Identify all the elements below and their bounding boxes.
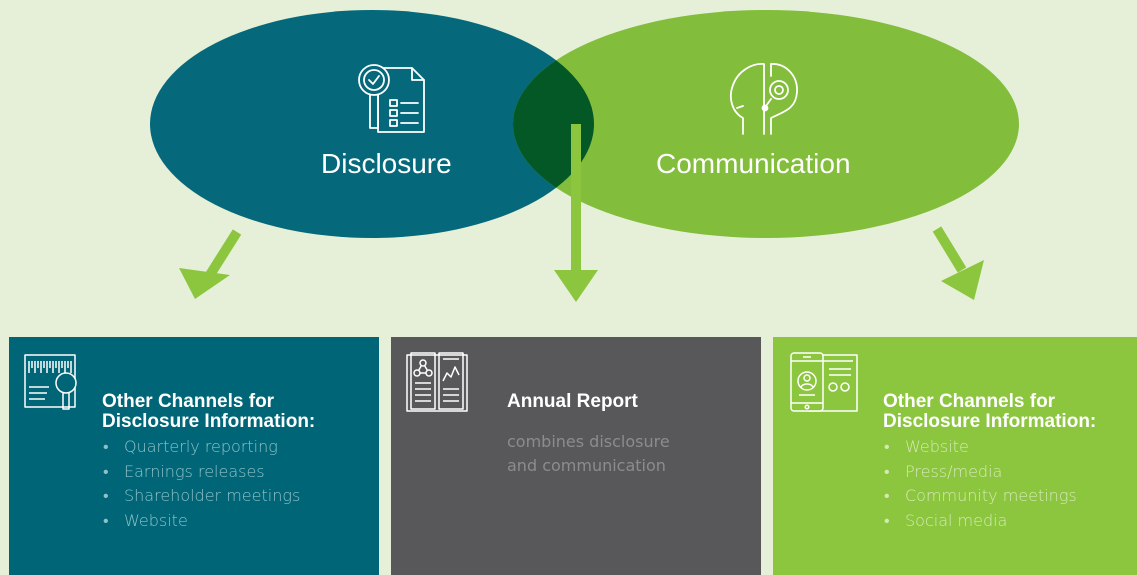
communication-channels-list: Website Press/media Community meetings S…	[882, 435, 1077, 533]
head-profile-icon	[730, 63, 798, 135]
list-item: Website	[101, 509, 300, 534]
arrow-right	[932, 226, 984, 300]
list-item: Earnings releases	[101, 460, 300, 485]
mobile-tablet-icon	[790, 352, 858, 412]
disclosure-ellipse	[150, 10, 594, 238]
document-search-icon	[24, 354, 77, 410]
document-magnifier-icon	[358, 64, 425, 133]
arrow-center	[554, 124, 598, 302]
disclosure-channels-list: Quarterly reporting Earnings releases Sh…	[101, 435, 300, 533]
disclosure-label: Disclosure	[321, 148, 452, 179]
communication-channels-title: Other Channels for Disclosure Informatio…	[883, 391, 1097, 432]
annual-report-title: Annual Report	[507, 391, 638, 412]
annual-report-description: combines disclosure and communication	[507, 432, 670, 475]
communication-ellipse	[513, 10, 1019, 238]
list-item: Quarterly reporting	[101, 435, 300, 460]
arrow-left	[179, 229, 242, 299]
list-item: Social media	[882, 509, 1077, 534]
communication-channels-panel: Other Channels for Disclosure Informatio…	[773, 337, 1137, 575]
list-item: Shareholder meetings	[101, 484, 300, 509]
venn-diagram	[150, 10, 1019, 302]
annual-report-panel: Annual Report combines disclosure and co…	[391, 337, 761, 575]
list-item: Community meetings	[882, 484, 1077, 509]
list-item: Press/media	[882, 460, 1077, 485]
list-item: Website	[882, 435, 1077, 460]
disclosure-channels-panel: Other Channels for Disclosure Informatio…	[9, 337, 379, 575]
open-book-report-icon	[406, 352, 468, 412]
disclosure-channels-title: Other Channels for Disclosure Informatio…	[102, 391, 316, 432]
communication-label: Communication	[656, 148, 851, 179]
